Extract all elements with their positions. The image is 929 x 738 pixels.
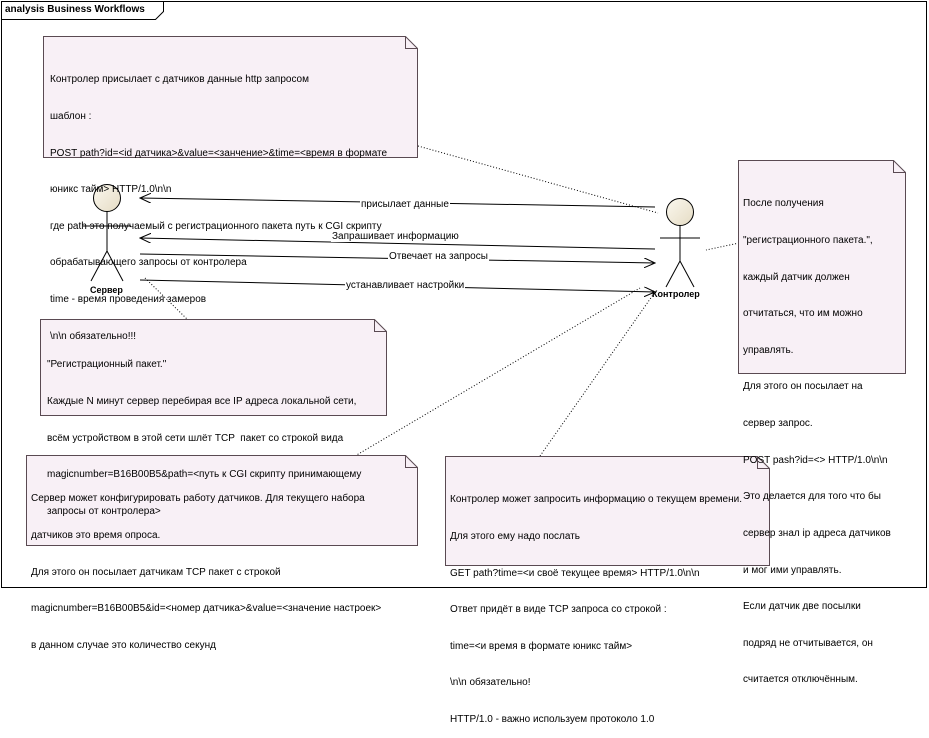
diagram-canvas [1, 1, 927, 588]
anchor-http-note [417, 145, 659, 214]
frame-title: analysis Business Workflows [5, 4, 145, 15]
diagram-frame [1, 1, 927, 588]
anchor-registration-note [705, 242, 740, 251]
note-shape-packet [40, 319, 387, 416]
message-label-sends-data: присылает данные [360, 199, 450, 210]
actor-controller-head [666, 198, 694, 226]
note-time-request: Контролер может запросить информацию о т… [450, 494, 743, 726]
message-arrow-requests-info [140, 238, 656, 250]
note-shape-http [43, 36, 418, 158]
anchor-configure-note [354, 287, 641, 457]
actor-server-figure[interactable] [83, 184, 131, 282]
note-registration: После получения "регистрационного пакета… [743, 198, 891, 686]
actor-server-label: Сервер [90, 285, 123, 295]
note-configure-sensors: Сервер может конфигурировать работу датч… [31, 493, 382, 651]
anchor-packet-note [144, 277, 189, 321]
message-label-sets-settings: устанавливает настройки [345, 280, 466, 291]
actor-controller-figure[interactable] [660, 198, 700, 288]
note-shape-registration [738, 160, 906, 374]
note-anchors [144, 145, 740, 457]
message-label-answers: Отвечает на запросы [388, 251, 489, 262]
message-label-requests-info: Запрашивает информацию [331, 231, 460, 242]
note-shapes [26, 36, 906, 566]
note-shape-time [445, 456, 770, 566]
anchor-time-note [539, 291, 656, 457]
note-shape-configure [26, 455, 418, 546]
note-http-request: Контролер присылает с датчиков данные ht… [50, 74, 388, 342]
note-registration-packet: "Регистрационный пакет." Каждые N минут … [47, 359, 362, 517]
frame-title-tab [1, 1, 164, 20]
actor-controller-label: Контролер [652, 289, 700, 299]
